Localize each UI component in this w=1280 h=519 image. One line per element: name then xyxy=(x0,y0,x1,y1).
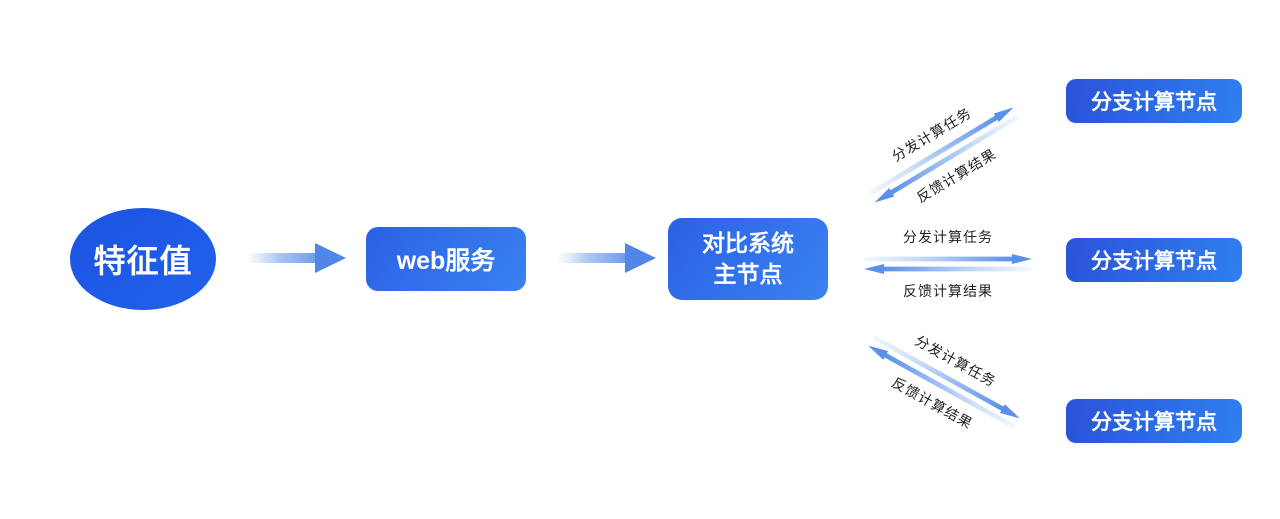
feedback-result-label: 反馈计算结果 xyxy=(903,283,993,299)
web-service-label: web服务 xyxy=(396,247,496,275)
branch-node-top: 分支计算节点 xyxy=(1066,79,1242,123)
master-node-line1: 对比系统 xyxy=(702,229,794,256)
branch-node-label: 分支计算节点 xyxy=(1091,91,1217,114)
master-node: 对比系统 主节点 xyxy=(668,218,828,300)
branch-node-label: 分支计算节点 xyxy=(1091,250,1217,273)
feature-value-label: 特征值 xyxy=(93,243,193,279)
arrow-right-icon xyxy=(558,243,656,273)
branch-node-middle: 分支计算节点 xyxy=(1066,238,1242,282)
link-bottom: 分发计算任务 反馈计算结果 xyxy=(840,304,1048,460)
web-service-node: web服务 xyxy=(366,227,526,291)
link-middle: 分发计算任务 反馈计算结果 xyxy=(853,227,1043,301)
feature-value-node: 特征值 xyxy=(70,208,216,310)
arrow-right-icon xyxy=(248,243,346,273)
link-top: 分发计算任务 反馈计算结果 xyxy=(841,74,1047,235)
branch-node-bottom: 分支计算节点 xyxy=(1066,399,1242,443)
double-arrow-icon xyxy=(868,335,1020,429)
dispatch-task-label: 分发计算任务 xyxy=(903,229,993,245)
master-node-line2: 主节点 xyxy=(713,261,783,287)
branch-node-label: 分支计算节点 xyxy=(1091,411,1217,434)
double-arrow-icon xyxy=(864,254,1032,274)
double-arrow-icon xyxy=(869,107,1019,203)
